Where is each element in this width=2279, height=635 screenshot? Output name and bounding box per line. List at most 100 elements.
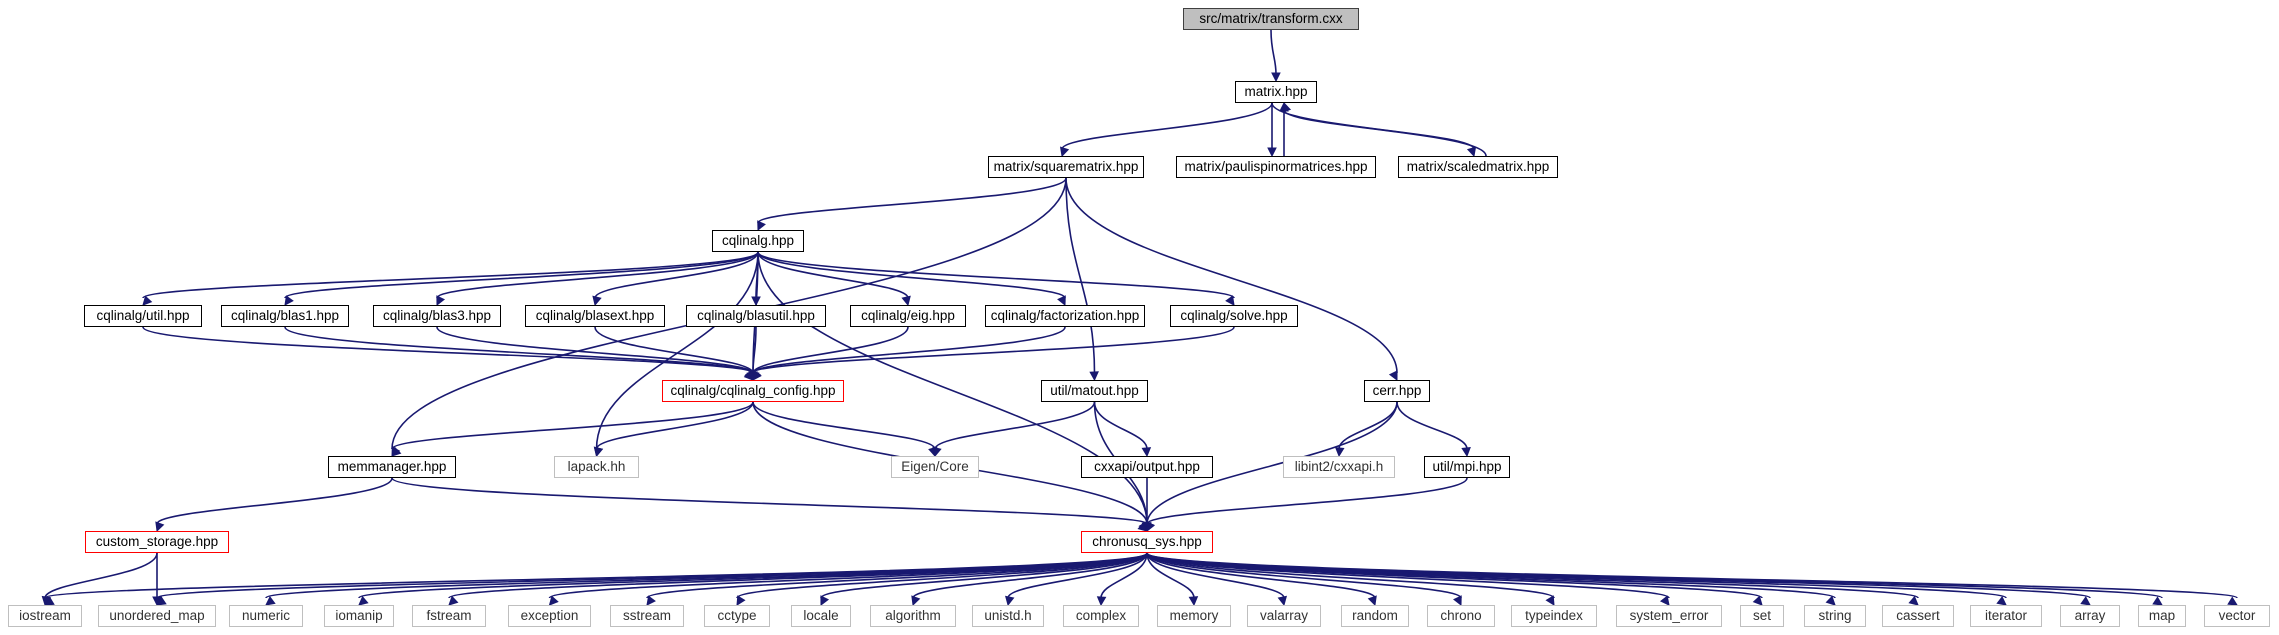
node-valarray: valarray: [1247, 605, 1321, 627]
node-cqlinalg-blasutil-hpp[interactable]: cqlinalg/blasutil.hpp: [686, 305, 826, 327]
edge-sys-to-exception: [548, 552, 1148, 599]
node-numeric: numeric: [229, 605, 303, 627]
edge-blas3-to-config: [436, 326, 754, 374]
arrowhead-squarematrix-to-matout: [1089, 371, 1099, 382]
arrowhead-sys-to-iterator: [1996, 595, 2007, 606]
node-map: map: [2138, 605, 2186, 627]
edge-scaledmatrix-to-matrix: [1283, 109, 1487, 157]
node-util-mpi-hpp[interactable]: util/mpi.hpp: [1424, 456, 1510, 478]
node-root-file: src/matrix/transform.cxx: [1183, 8, 1359, 30]
edge-squarematrix-to-matout: [1065, 177, 1096, 374]
edge-cqlinalg-to-blas3: [436, 251, 759, 299]
arrowhead-sys-to-unordered_map: [156, 596, 167, 606]
node-cqlinalg-blas3-hpp[interactable]: cqlinalg/blas3.hpp: [373, 305, 501, 327]
node-cxxapi-output-hpp[interactable]: cxxapi/output.hpp: [1081, 456, 1213, 478]
node-unistd-h: unistd.h: [972, 605, 1044, 627]
node-memmanager-hpp[interactable]: memmanager.hpp: [328, 456, 456, 478]
node-chronusq-sys-hpp[interactable]: chronusq_sys.hpp: [1081, 531, 1213, 553]
arrowhead-scaledmatrix-to-matrix: [1281, 101, 1292, 113]
edge-sys-to-unordered_map: [156, 552, 1148, 599]
edge-blas1-to-config: [284, 326, 754, 374]
edge-mpi-to-sys: [1146, 477, 1468, 525]
node-array: array: [2060, 605, 2120, 627]
node-random: random: [1341, 605, 1409, 627]
node-complex: complex: [1063, 605, 1139, 627]
arrowhead-sys-to-valarray: [1277, 595, 1287, 607]
node-cqlinalg-blasext-hpp[interactable]: cqlinalg/blasext.hpp: [525, 305, 665, 327]
arrowhead-cqlinalg-to-factorization: [1057, 295, 1066, 307]
node-exception: exception: [508, 605, 591, 627]
node-cctype: cctype: [704, 605, 770, 627]
edge-sys-to-cctype: [736, 552, 1148, 599]
arrowhead-sys-to-exception: [548, 595, 559, 606]
node-cerr-hpp[interactable]: cerr.hpp: [1364, 380, 1430, 402]
edge-matout-to-cxxapi_output: [1093, 401, 1148, 450]
node-cqlinalg-config-hpp[interactable]: cqlinalg/cqlinalg_config.hpp: [662, 380, 844, 402]
node-paulispinormatrices-hpp[interactable]: matrix/paulispinormatrices.hpp: [1176, 156, 1376, 178]
node-cqlinalg-util-hpp[interactable]: cqlinalg/util.hpp: [84, 305, 202, 327]
edge-squarematrix-to-cerr: [1065, 177, 1398, 374]
arrowhead-sys-to-numeric: [265, 596, 276, 606]
edge-blasutil-to-config: [752, 326, 757, 374]
arrowhead-sys-to-array: [2080, 596, 2091, 606]
arrowhead-memmanager-to-sys: [1137, 521, 1148, 532]
edge-matout-to-eigencore: [934, 401, 1096, 450]
edge-config-to-lapack: [595, 401, 754, 450]
node-matrix-hpp[interactable]: matrix.hpp: [1235, 81, 1317, 103]
node-cqlinalg-factorization-hpp[interactable]: cqlinalg/factorization.hpp: [985, 305, 1145, 327]
edge-solve-to-config: [752, 326, 1235, 374]
arrowhead-cqlinalg-to-blasext: [592, 295, 602, 307]
arrowhead-cqlinalg-to-blas1: [284, 295, 294, 306]
node-squarematrix-hpp[interactable]: matrix/squarematrix.hpp: [988, 156, 1144, 178]
edge-memmanager-to-custom_storage: [156, 477, 393, 525]
arrowhead-sys-to-string: [1825, 595, 1836, 606]
node-set: set: [1740, 605, 1784, 627]
edge-sys-to-vector: [1146, 552, 2238, 599]
arrowhead-sys-to-set: [1752, 595, 1763, 606]
edge-factorization-to-config: [752, 326, 1066, 374]
node-lapack-hh: lapack.hh: [554, 456, 639, 478]
arrowhead-config-to-lapack: [593, 446, 604, 458]
arrowhead-sys-to-iomanip: [358, 595, 369, 606]
arrowhead-matrix-to-scaledmatrix: [1466, 146, 1477, 158]
edge-config-to-memmanager: [391, 401, 754, 450]
edge-matrix-to-scaledmatrix: [1271, 102, 1475, 150]
arrowhead-memmanager-to-custom_storage: [155, 521, 165, 533]
node-cqlinalg-solve-hpp[interactable]: cqlinalg/solve.hpp: [1170, 305, 1298, 327]
arrowhead-sys-to-complex: [1096, 596, 1107, 607]
edge-sys-to-complex: [1100, 552, 1148, 599]
node-iostream: iostream: [8, 605, 82, 627]
edge-cerr-to-mpi: [1396, 401, 1468, 450]
arrowhead-sys-to-unistd: [1005, 595, 1015, 607]
node-iomanip: iomanip: [324, 605, 394, 627]
edge-util-to-config: [142, 326, 754, 374]
node-algorithm: algorithm: [870, 605, 956, 627]
node-scaledmatrix-hpp[interactable]: matrix/scaledmatrix.hpp: [1398, 156, 1558, 178]
node-eigen-core: Eigen/Core: [891, 456, 979, 478]
node-custom-storage-hpp[interactable]: custom_storage.hpp: [85, 531, 229, 553]
arrowhead-matout-to-eigencore: [932, 446, 942, 458]
edge-cqlinalg-to-util: [142, 251, 759, 299]
edge-cqlinalg-to-blasext: [594, 251, 759, 299]
arrowhead-squarematrix-to-cqlinalg: [757, 220, 766, 232]
arrowhead-sys-to-vector: [2227, 596, 2238, 606]
node-util-matout-hpp[interactable]: util/matout.hpp: [1041, 380, 1148, 402]
edge-sys-to-chrono: [1146, 552, 1462, 599]
node-cqlinalg-hpp[interactable]: cqlinalg.hpp: [712, 230, 804, 252]
node-cqlinalg-eig-hpp[interactable]: cqlinalg/eig.hpp: [850, 305, 966, 327]
arrowhead-cqlinalg-to-eig: [901, 295, 911, 307]
node-system-error: system_error: [1616, 605, 1722, 627]
edge-sys-to-memory: [1146, 552, 1195, 599]
arrowhead-solve-to-config: [752, 370, 762, 381]
node-fstream: fstream: [412, 605, 486, 627]
arrowhead-matout-to-cxxapi_output: [1141, 447, 1152, 458]
edge-sys-to-valarray: [1146, 552, 1285, 599]
edge-root-to-matrix: [1270, 29, 1277, 75]
node-cqlinalg-blas1-hpp[interactable]: cqlinalg/blas1.hpp: [221, 305, 349, 327]
arrowhead-sys-to-typeindex: [1545, 595, 1555, 606]
node-memory: memory: [1157, 605, 1231, 627]
edge-sys-to-sstream: [646, 552, 1148, 599]
arrowhead-mpi-to-sys: [1146, 521, 1156, 533]
